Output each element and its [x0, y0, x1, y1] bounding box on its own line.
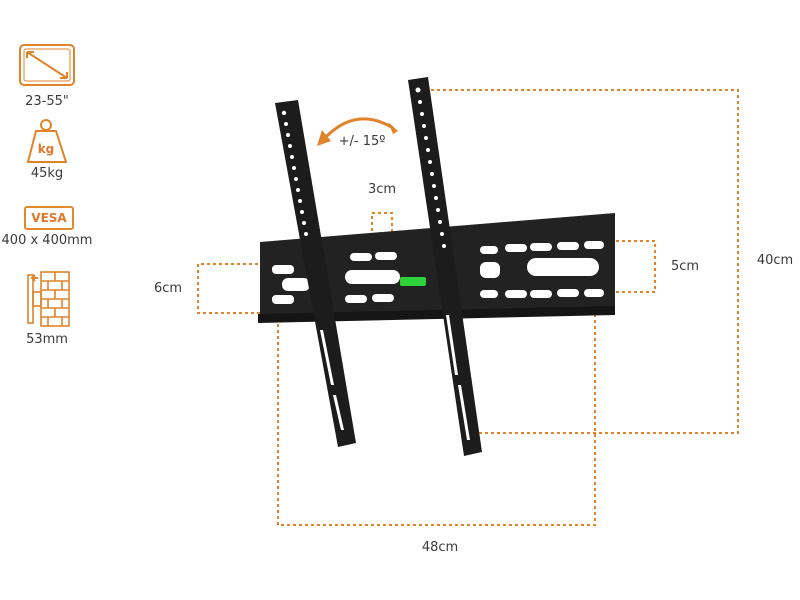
dimension-40cm: [425, 89, 739, 434]
spec-wall-distance-label: 53mm: [26, 332, 68, 347]
gap-label: 3cm: [367, 182, 397, 197]
tilt-arrow-icon: [317, 117, 398, 146]
rail-height-right-label: 5cm: [670, 259, 700, 274]
left-arm: [275, 100, 356, 447]
vertical-label: 40cm: [756, 253, 794, 268]
spec-weight-label: 45kg: [30, 166, 64, 181]
svg-text:kg: kg: [38, 142, 55, 156]
screen-size-icon: [19, 44, 75, 86]
rail-height-left-label: 6cm: [153, 281, 183, 296]
weight-icon: kg: [26, 119, 68, 163]
bubble-level: [400, 277, 426, 286]
spec-screen-size-label: 23-55": [25, 94, 69, 109]
horizontal-label: 48cm: [421, 540, 459, 555]
spec-vesa-label: 400 x 400mm: [1, 233, 93, 248]
dimension-6cm: [197, 263, 318, 314]
right-arm: [408, 77, 482, 456]
tilt-label: +/- 15º: [338, 134, 386, 149]
wall-distance-icon: [27, 271, 70, 327]
vesa-icon: VESA: [24, 206, 74, 230]
